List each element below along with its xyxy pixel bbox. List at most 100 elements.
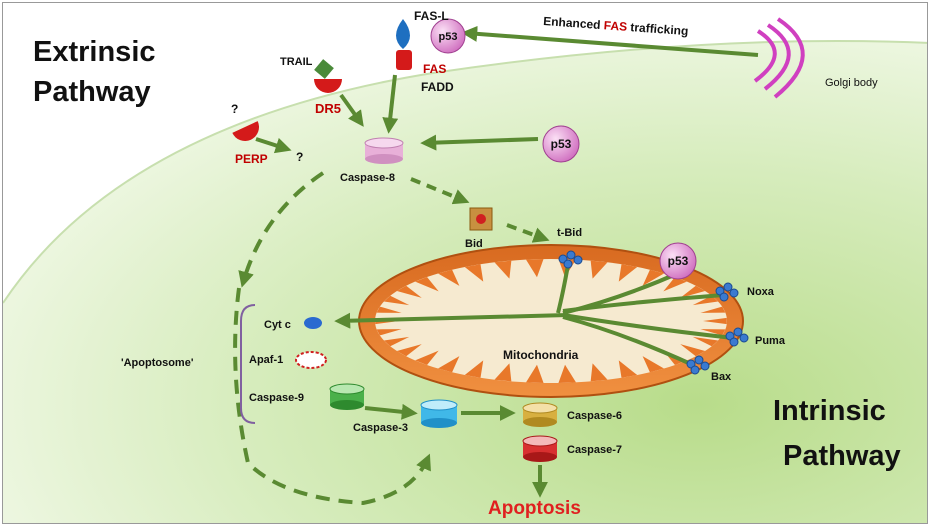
fas-label: FAS: [423, 62, 446, 76]
cytc-label: Cyt c: [264, 319, 291, 331]
cell-membrane: [3, 40, 927, 304]
crista: [680, 285, 706, 298]
caspase3-cylinder: [420, 399, 458, 428]
caspase8-bid-arrow: [410, 177, 470, 205]
caspase9-cylinder: [329, 383, 365, 410]
caspase8-down-arrow: [238, 171, 325, 288]
crista: [642, 269, 664, 286]
noxa-pore-icon: [715, 282, 739, 302]
p53-mito-label: p53: [668, 254, 689, 268]
crista: [618, 264, 638, 282]
fas-arrow: [382, 74, 399, 134]
apaf1-label: Apaf-1: [249, 354, 283, 366]
caspase7-cylinder: [522, 435, 558, 462]
crista: [438, 269, 460, 286]
golgi-body-icon: [753, 17, 805, 99]
crista: [700, 306, 726, 313]
perp-label: PERP: [235, 152, 268, 166]
dr5-arrow: [339, 93, 364, 127]
crista: [494, 260, 512, 279]
p53-mid-sphere: [542, 125, 580, 163]
fas-receptor-icon: [396, 50, 412, 70]
crista: [663, 276, 687, 292]
bax-pore-icon: [686, 355, 710, 375]
caspase6-label: Caspase-6: [567, 410, 622, 422]
crista: [464, 264, 484, 282]
unknown-receptor-label: ?: [231, 102, 238, 116]
tbid-label: t-Bid: [557, 227, 582, 239]
crista: [700, 329, 726, 336]
p53-mid-label: p53: [551, 137, 572, 151]
caspase8-cylinder: [364, 137, 404, 164]
caspase3-label: Caspase-3: [353, 422, 408, 434]
crista: [590, 363, 608, 382]
bid-cube-icon: [469, 207, 493, 231]
crista: [376, 306, 402, 313]
noxa-label: Noxa: [747, 286, 775, 298]
cytc-icon: [304, 317, 322, 329]
caspase9-label: Caspase-9: [249, 392, 304, 404]
trafficking-label: Enhanced FAS trafficking: [543, 14, 689, 38]
trafficking-arrow: [461, 25, 759, 57]
fasl-ligand-icon: [396, 19, 410, 49]
unknown-effect-label: ?: [296, 150, 303, 164]
intrinsic-title-line2: Pathway: [783, 440, 901, 472]
crista: [526, 259, 544, 278]
intrinsic-title-line1: Intrinsic: [773, 395, 886, 427]
bid-tbid-arrow: [506, 223, 550, 243]
puma-label: Puma: [755, 335, 786, 347]
crista: [618, 360, 638, 378]
p53-top-sphere: [430, 18, 466, 54]
crista: [642, 356, 664, 373]
pathway-diagram: Extrinsic Pathway Intrinsic Pathway FAS-…: [3, 9, 927, 523]
mitochondria-label: Mitochondria: [503, 348, 579, 362]
dr5-label: DR5: [315, 101, 341, 116]
tbid-pore-icon: [558, 250, 583, 269]
crista: [383, 295, 410, 306]
crista: [680, 344, 706, 357]
dr5-receptor-icon: [314, 79, 342, 93]
pathway-arrows: [233, 25, 759, 506]
golgi-label: Golgi body: [825, 77, 878, 89]
crista: [438, 356, 460, 373]
crista: [415, 276, 439, 292]
crista: [415, 350, 439, 366]
crista: [383, 336, 410, 347]
crista: [376, 329, 402, 336]
crista: [558, 364, 576, 383]
crista: [396, 344, 422, 357]
extrinsic-title-line1: Extrinsic: [33, 36, 156, 68]
extrinsic-title-line2: Pathway: [33, 76, 151, 108]
perp-arrow: [255, 137, 292, 154]
crista: [526, 364, 544, 383]
caspase9-caspase3-arrow: [364, 403, 418, 420]
bax-label: Bax: [711, 371, 732, 383]
fadd-label: FADD: [421, 80, 454, 94]
pore-clusters: [558, 250, 749, 375]
apoptosome-bracket: [240, 304, 256, 424]
crista: [590, 260, 608, 279]
mitochondria-organelle: [358, 244, 744, 398]
caspase6-cylinder: [522, 402, 558, 427]
crista: [692, 295, 719, 306]
crista: [703, 317, 727, 325]
crista: [464, 360, 484, 378]
p53-top-label: p53: [439, 31, 458, 43]
crista: [692, 336, 719, 347]
crista: [494, 363, 512, 382]
p53-caspase8-arrow: [420, 134, 539, 151]
p53-mito-sphere: [659, 242, 697, 280]
trail-ligand-icon: [314, 59, 334, 79]
perp-receptor-icon: [232, 121, 259, 141]
caspase8-label: Caspase-8: [340, 172, 395, 184]
fasl-label: FAS-L: [414, 9, 449, 23]
caspase7-label: Caspase-7: [567, 444, 622, 456]
trail-label: TRAIL: [280, 56, 313, 68]
caspase-cascade-arrow: [233, 287, 431, 506]
apaf1-icon: [295, 351, 327, 369]
puma-pore-icon: [725, 327, 749, 347]
apoptosis-label: Apoptosis: [488, 498, 581, 519]
crista: [396, 285, 422, 298]
apoptosome-label: 'Apoptosome': [121, 357, 194, 369]
